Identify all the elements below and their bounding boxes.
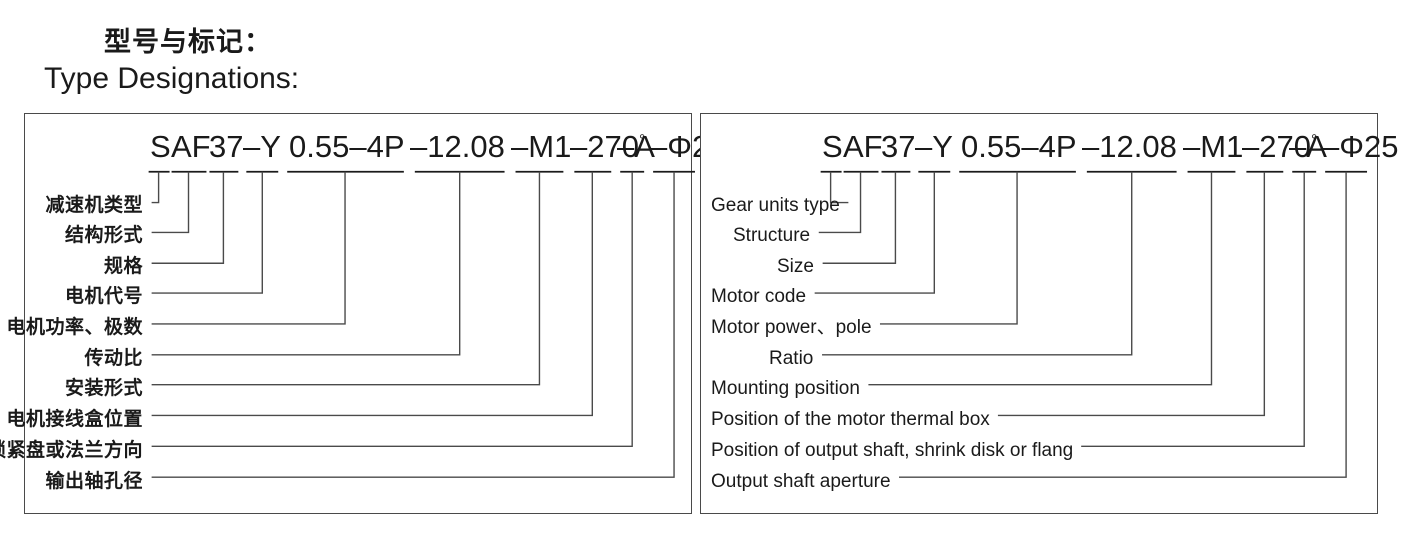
- code-segment-output-shaft-aperture-en: –Φ25: [1322, 129, 1399, 164]
- code-segment-mounting-position: –M1: [511, 129, 572, 164]
- label-structure-cn: 结构形式: [64, 225, 143, 246]
- code-segment-size-en: 37: [881, 129, 916, 164]
- label-motor-power-pole-en: Motor power、pole: [711, 317, 872, 338]
- designation-code-english: S AF 37 –Y 0.55–4P –12.08 –M1 –270° –A –…: [701, 128, 1398, 174]
- code-segment-size: 37: [209, 129, 244, 164]
- code-segment-thermal-box-position: –270°: [570, 129, 646, 164]
- code-segment-motor-power-pole: 0.55–4P: [289, 129, 405, 164]
- label-motor-code-cn: 电机代号: [64, 286, 143, 307]
- page-heading: 型号与标记： Type Designations:: [0, 0, 1408, 110]
- designation-code-chinese: S AF 37 –Y 0.55–4P –12.08 –M1 –270° –A –…: [25, 128, 726, 174]
- code-segment-output-shaft-position-en: –A: [1289, 129, 1327, 164]
- page-title-english: Type Designations:: [44, 62, 300, 95]
- label-ratio-cn: 传动比: [84, 348, 143, 369]
- label-thermal-box-position-cn: 电机接线盒位置: [6, 409, 143, 430]
- code-segment-motor-code: –Y: [243, 129, 281, 164]
- code-segment-ratio: –12.08: [410, 129, 505, 164]
- page-title-chinese: 型号与标记：: [104, 27, 272, 57]
- label-output-shaft-aperture-cn: 输出轴孔径: [45, 471, 143, 492]
- code-segment-gear-units-type: S: [150, 129, 171, 164]
- code-segment-motor-power-pole-en: 0.55–4P: [961, 129, 1077, 164]
- code-segment-output-shaft-position: –A: [617, 129, 655, 164]
- code-segment-ratio-en: –12.08: [1082, 129, 1177, 164]
- label-motor-power-pole-cn: 电机功率、极数: [6, 317, 143, 338]
- label-mounting-position-en: Mounting position: [711, 378, 860, 399]
- label-size-en: Size: [777, 256, 814, 277]
- label-gear-units-type-cn: 减速机类型: [45, 195, 143, 216]
- label-mounting-position-cn: 安装形式: [64, 378, 143, 399]
- designation-panel-chinese: S AF 37 –Y 0.55–4P –12.08 –M1 –270° –A –…: [0, 113, 726, 514]
- code-segment-structure: AF: [171, 129, 211, 164]
- code-segment-motor-code-en: –Y: [915, 129, 953, 164]
- code-segment-gear-units-type-en: S: [822, 129, 843, 164]
- label-gear-units-type-en: Gear units type: [711, 195, 840, 216]
- label-motor-code-en: Motor code: [711, 286, 807, 307]
- code-segment-structure-en: AF: [843, 129, 883, 164]
- label-thermal-box-position-en: Position of the motor thermal box: [711, 409, 990, 430]
- code-segment-thermal-box-position-en: –270°: [1242, 129, 1318, 164]
- label-structure-en: Structure: [733, 225, 811, 246]
- code-segment-mounting-position-en: –M1: [1183, 129, 1244, 164]
- label-output-shaft-aperture-en: Output shaft aperture: [711, 471, 891, 492]
- label-ratio-en: Ratio: [769, 348, 814, 369]
- label-size-cn: 规格: [103, 256, 143, 277]
- designation-panel-english: S AF 37 –Y 0.55–4P –12.08 –M1 –270° –A –…: [700, 113, 1398, 514]
- label-output-shaft-position-en: Position of output shaft, shrink disk or…: [711, 440, 1074, 461]
- label-output-shaft-position-cn: 输出轴、锁紧盘或法兰方向: [0, 440, 143, 461]
